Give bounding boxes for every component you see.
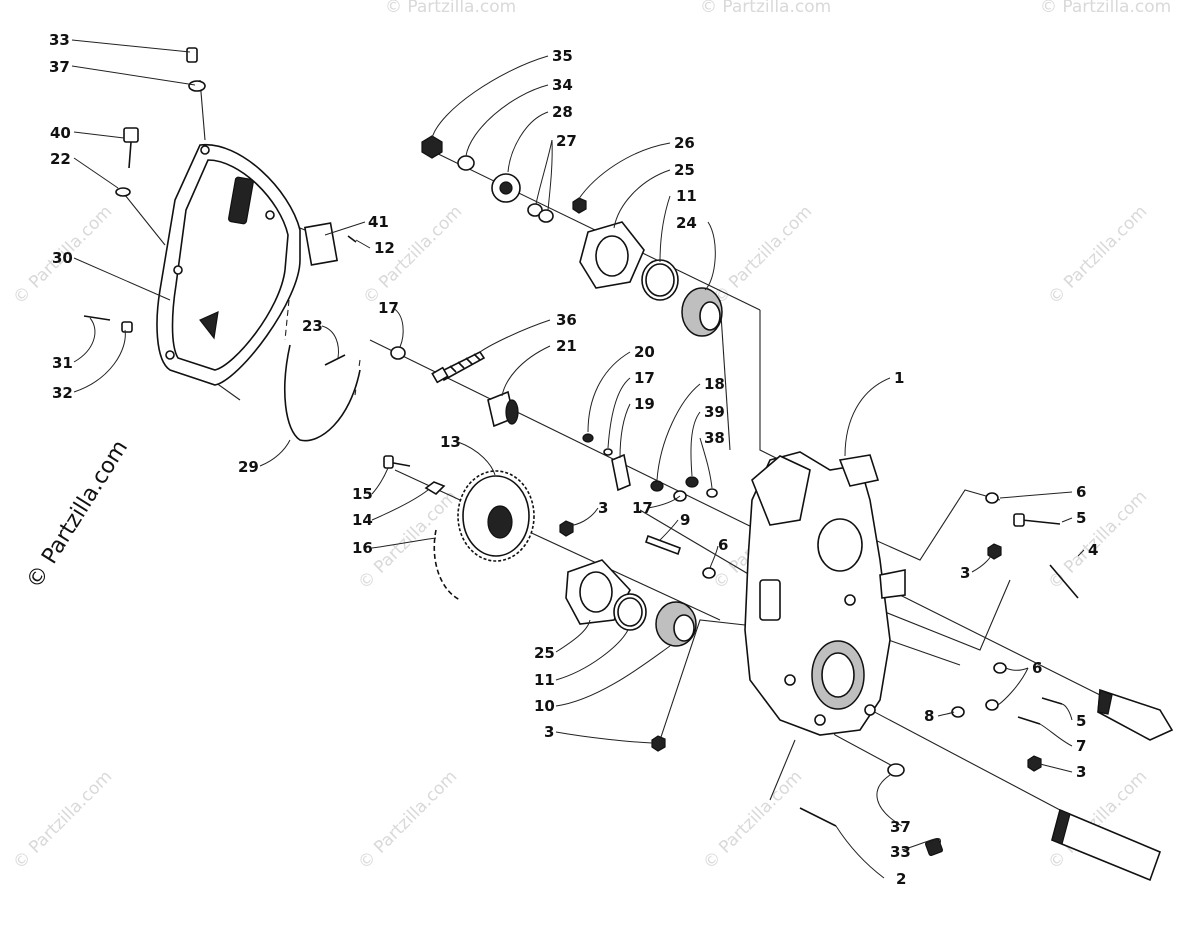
callout-label: 17 — [632, 499, 653, 517]
tensioner-rod — [284, 344, 361, 442]
axis-line — [124, 194, 166, 246]
callout-label: 31 — [52, 354, 73, 372]
callout-label: 5 — [1076, 509, 1086, 527]
callout-label: 23 — [302, 317, 323, 335]
callout-label: 14 — [352, 511, 373, 529]
callout-label: 27 — [556, 132, 577, 150]
cover-bolt-lower — [83, 315, 133, 333]
callout-label: 18 — [704, 375, 725, 393]
callout-label: 25 — [534, 644, 555, 662]
adjuster-bolt — [431, 350, 486, 384]
callout-label: 20 — [634, 343, 655, 361]
callout-label: 39 — [704, 403, 725, 421]
watermark-vertical: © Partzilla.com — [22, 436, 133, 593]
access-plate — [303, 222, 357, 266]
tensioner-block — [487, 390, 519, 428]
callout-label: 34 — [552, 76, 573, 94]
callout-label: 25 — [674, 161, 695, 179]
watermark: © Partzilla.com — [385, 0, 516, 17]
callout-label: 2 — [896, 870, 906, 888]
callout-label: 1 — [894, 369, 904, 387]
upper-bearing-group — [572, 197, 723, 337]
small-fasteners — [559, 520, 716, 579]
callout-label: 12 — [374, 239, 395, 257]
callout-label: 19 — [634, 395, 655, 413]
axis-line — [284, 289, 361, 396]
callout-label: 36 — [556, 311, 577, 329]
callout-label: 9 — [680, 511, 690, 529]
pin — [324, 354, 346, 366]
callout-label: 35 — [552, 47, 573, 65]
callout-label: 4 — [1088, 541, 1098, 559]
axis-line — [759, 310, 791, 466]
callout-label: 13 — [440, 433, 461, 451]
washer — [390, 346, 406, 360]
callout-label: 17 — [634, 369, 655, 387]
callout-label: 6 — [1032, 659, 1042, 677]
callout-label: 33 — [890, 843, 911, 861]
dipstick — [115, 127, 139, 197]
watermark: © Partzilla.com — [1040, 0, 1171, 17]
callout-label: 32 — [52, 384, 73, 402]
callout-label: 40 — [50, 124, 71, 142]
axis-line — [719, 299, 731, 451]
watermark: © Partzilla.com — [709, 202, 816, 309]
axis-line — [394, 469, 721, 621]
watermark: © Partzilla.com — [700, 0, 831, 17]
callout-label: 3 — [598, 499, 608, 517]
callout-label: 6 — [1076, 483, 1086, 501]
leader-lines — [71, 39, 1085, 879]
callout-label: 37 — [49, 58, 70, 76]
callout-label: 11 — [534, 671, 555, 689]
callout-label: 41 — [368, 213, 389, 231]
callout-labels: 33 37 40 22 30 31 32 29 23 41 12 17 35 3… — [49, 31, 1098, 888]
callout-label: 37 — [890, 818, 911, 836]
drive-shaft-upper — [1097, 688, 1174, 741]
callout-label: 33 — [49, 31, 70, 49]
callout-label: 5 — [1076, 712, 1086, 730]
callout-label: 29 — [238, 458, 259, 476]
callout-label: 22 — [50, 150, 71, 168]
callout-label: 11 — [676, 187, 697, 205]
callout-label: 8 — [924, 707, 934, 725]
callout-label: 3 — [960, 564, 970, 582]
nut — [651, 735, 666, 752]
callout-label: 26 — [674, 134, 695, 152]
lower-sprocket-group — [383, 455, 535, 601]
upper-sprocket-group — [421, 135, 554, 223]
link-group — [582, 433, 718, 502]
callout-label: 10 — [534, 697, 555, 715]
callout-label: 28 — [552, 103, 573, 121]
axis-line — [769, 739, 796, 801]
drive-shaft-lower — [1051, 808, 1162, 882]
callout-label: 30 — [52, 249, 73, 267]
axis-line — [659, 619, 746, 741]
cover-bolt — [186, 47, 206, 92]
callout-label: 7 — [1076, 737, 1086, 755]
watermark: © Partzilla.com — [1044, 202, 1151, 309]
callout-label: 3 — [1076, 763, 1086, 781]
callout-label: 6 — [718, 536, 728, 554]
callout-label: 17 — [378, 299, 399, 317]
watermark: © Partzilla.com — [699, 767, 806, 874]
chaincase-cover — [156, 143, 301, 386]
callout-label: 16 — [352, 539, 373, 557]
callout-label: 38 — [704, 429, 725, 447]
chaincase-housing — [744, 451, 906, 736]
callout-label: 21 — [556, 337, 577, 355]
lower-bearing-group — [565, 559, 697, 647]
callout-label: 15 — [352, 485, 373, 503]
callout-label: 24 — [676, 214, 697, 232]
watermark: © Partzilla.com — [9, 767, 116, 874]
callout-label: 3 — [544, 723, 554, 741]
watermark: © Partzilla.com — [354, 767, 461, 874]
